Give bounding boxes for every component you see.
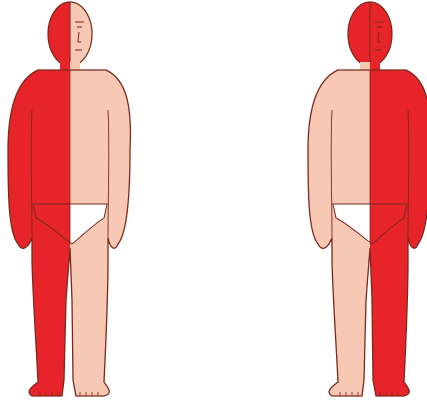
figure-right-head: [300, 0, 392, 70]
figure-left-body: [8, 70, 130, 396]
figure-left-head: [48, 2, 92, 66]
figure-left: [8, 2, 130, 396]
figure-right-body: [308, 70, 427, 396]
figure-right: [300, 0, 427, 396]
